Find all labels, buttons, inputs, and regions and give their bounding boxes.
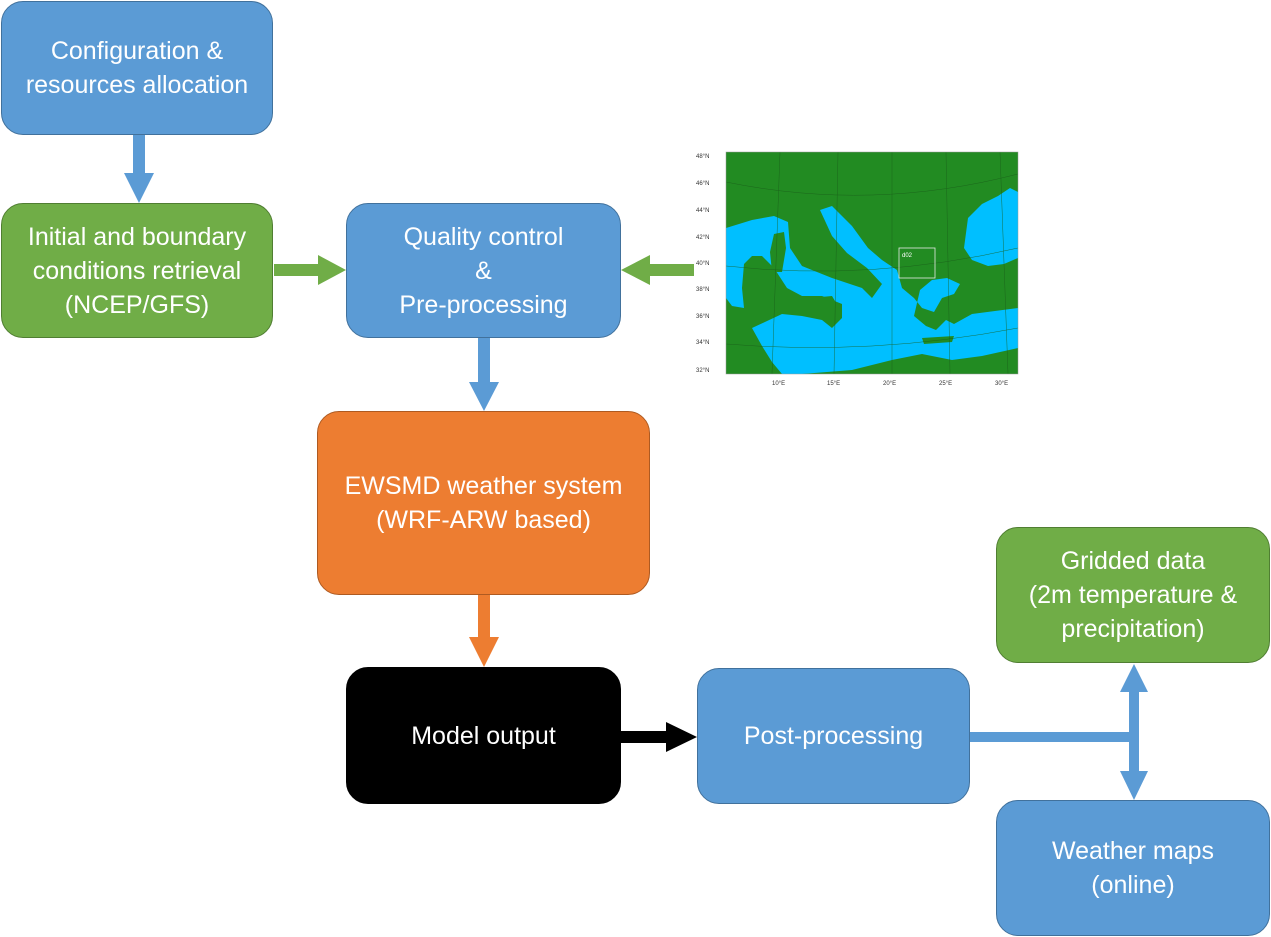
map-islands <box>770 232 954 344</box>
node-ewsmd-weather-system-label: EWSMD weather system (WRF-ARW based) <box>344 472 623 534</box>
domain-map: d02 48°N 46°N 44°N 42°N 40°N 38°N 36°N 3… <box>692 148 1028 392</box>
arrow-model-output-to-post <box>620 722 697 752</box>
node-quality-control: Quality control & Pre-processing <box>346 203 621 338</box>
map-sea <box>726 188 1018 374</box>
arrow-config-to-initial <box>124 135 154 203</box>
lat-tick-label: 40°N <box>696 261 709 267</box>
lon-tick-label: 10°E <box>772 381 785 387</box>
arrow-post-to-outputs <box>969 664 1148 800</box>
map-graticule <box>725 151 1019 375</box>
map-inner-domain-box <box>898 247 936 279</box>
lat-tick-label: 32°N <box>696 368 709 374</box>
node-model-output-label: Model output <box>411 721 556 750</box>
map-lat-axis: 48°N 46°N 44°N 42°N 40°N 38°N 36°N 34°N … <box>696 154 709 374</box>
node-configuration-label: Configuration & resources allocation <box>25 37 249 99</box>
map-lon-axis: 10°E 15°E 20°E 25°E 30°E <box>772 381 1008 387</box>
lat-tick-label: 34°N <box>696 340 709 346</box>
node-weather-maps-label: Weather maps (online) <box>1051 837 1215 899</box>
lon-tick-label: 15°E <box>827 381 840 387</box>
lat-tick-label: 48°N <box>696 154 709 160</box>
node-gridded-data-label: Gridded data (2m temperature & precipita… <box>1028 547 1238 643</box>
node-post-processing-label: Post-processing <box>743 722 924 750</box>
lon-tick-label: 25°E <box>939 381 952 387</box>
node-ewsmd-weather-system: EWSMD weather system (WRF-ARW based) <box>317 411 650 595</box>
map-inner-domain-label: d02 <box>902 253 913 259</box>
lat-tick-label: 42°N <box>696 235 709 241</box>
lat-tick-label: 44°N <box>696 208 709 214</box>
node-weather-maps: Weather maps (online) <box>996 800 1270 936</box>
arrow-quality-to-ewsmd <box>469 338 499 411</box>
node-model-output: Model output <box>346 667 621 804</box>
lat-tick-label: 46°N <box>696 181 709 187</box>
lat-tick-label: 36°N <box>696 314 709 320</box>
lon-tick-label: 30°E <box>995 381 1008 387</box>
node-initial-boundary-conditions-label: Initial and boundary conditions retrieva… <box>27 222 247 319</box>
node-gridded-data: Gridded data (2m temperature & precipita… <box>996 527 1270 663</box>
node-configuration: Configuration & resources allocation <box>1 1 273 135</box>
node-initial-boundary-conditions: Initial and boundary conditions retrieva… <box>1 203 273 338</box>
lon-tick-label: 20°E <box>883 381 896 387</box>
arrow-initial-to-quality <box>274 255 346 285</box>
node-quality-control-label: Quality control & Pre-processing <box>399 222 568 319</box>
arrow-ewsmd-to-model-output <box>469 595 499 667</box>
arrow-map-to-quality <box>621 255 694 285</box>
lat-tick-label: 38°N <box>696 287 709 293</box>
node-post-processing: Post-processing <box>697 668 970 804</box>
